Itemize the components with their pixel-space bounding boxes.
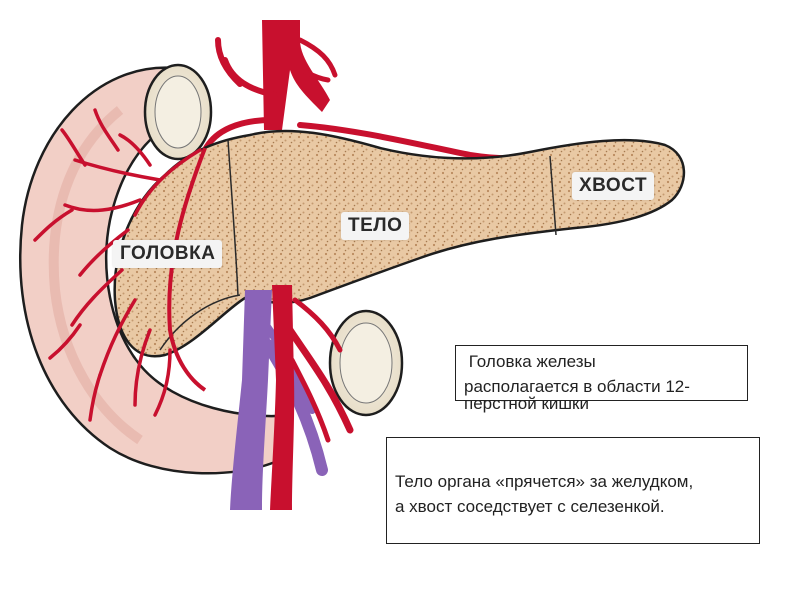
note-body-line-2: а хвост соседствует с селезенкой. <box>395 497 665 516</box>
artery-lower-branch-3 <box>292 297 343 353</box>
artery-lower-branch-2 <box>289 357 331 443</box>
mesenteric-artery <box>270 285 295 510</box>
bowel-lumen-upper-inner <box>154 75 202 149</box>
mesenteric-vein <box>230 290 272 510</box>
division-head-body <box>227 139 239 297</box>
artery-branch-right <box>287 37 338 83</box>
note-head-line-1: Головка железы <box>464 352 596 371</box>
label-head: ГОЛОВКА <box>113 240 223 268</box>
artery-branch-left <box>202 37 278 153</box>
duodenum-shading <box>48 106 143 445</box>
label-body: ТЕЛО <box>341 212 410 240</box>
pancreaticoduodenal-arteries <box>33 108 202 422</box>
pancreas <box>113 129 686 358</box>
division-head-lower <box>159 294 241 351</box>
artery-over-head <box>167 147 207 392</box>
aorta-upper <box>262 20 330 130</box>
note-body-line-1: Тело органа «прячется» за желудком, <box>395 472 694 491</box>
label-tail: ХВОСТ <box>572 172 655 200</box>
note-head-line-2: располагается в области 12- <box>464 377 690 396</box>
division-body-tail <box>549 155 557 236</box>
artery-lower-branch <box>286 326 354 434</box>
note-head-location: Головка железы располагается в области 1… <box>455 345 748 413</box>
note-body-tail-location: Тело органа «прячется» за желудком, а хв… <box>386 437 760 544</box>
note-head-line-3: перстной кишки <box>464 394 589 413</box>
bowel-lumen-lower-inner <box>339 322 393 404</box>
